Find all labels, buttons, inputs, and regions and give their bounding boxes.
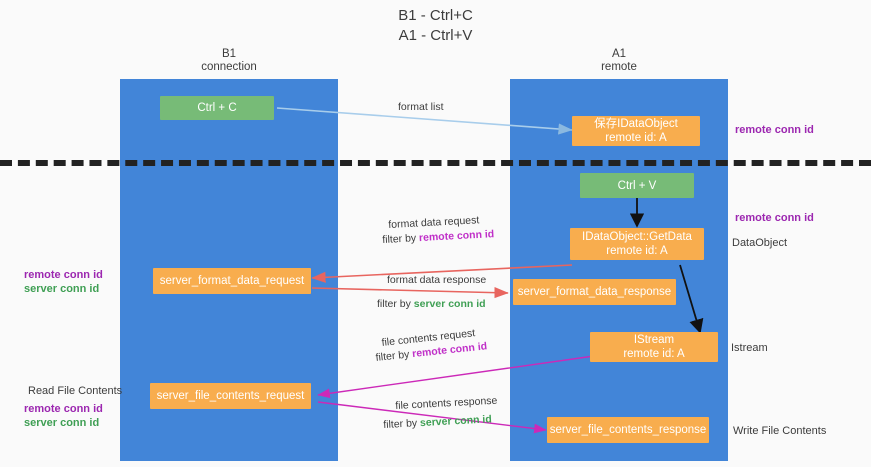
annotation-remote-conn-id-top: remote conn id — [735, 124, 814, 136]
arrow-format-data-request — [311, 264, 573, 283]
column-header-b1-name: B1 — [221, 48, 237, 60]
node-server-format-data-response[interactable]: server_format_data_response — [513, 279, 676, 305]
filter-prefix: filter by — [377, 298, 414, 310]
annotation-left-remote-conn-id-2: remote conn id — [24, 403, 103, 415]
node-server-format-data-request[interactable]: server_format_data_request — [153, 268, 311, 294]
node-ctrl-c[interactable]: Ctrl + C — [160, 96, 274, 120]
column-header-b1: B1 connection — [149, 48, 309, 74]
node-ctrl-v[interactable]: Ctrl + V — [580, 173, 694, 198]
column-header-b1-role: connection — [201, 61, 257, 73]
edge-label-format-data-response: format data response — [387, 274, 487, 286]
filter-prefix: filter by — [375, 348, 413, 364]
column-header-a1-role: remote — [601, 61, 637, 73]
filter-prefix: filter by — [383, 417, 421, 431]
edge-label-format-data-response-filter: filter by server conn id — [377, 298, 486, 311]
column-header-a1-name: A1 — [611, 48, 627, 60]
arrow-format-list — [276, 107, 573, 135]
filter-prefix: filter by — [382, 232, 420, 246]
annotation-left-remote-conn-id: remote conn id — [24, 269, 103, 281]
arrow-format-data-response — [311, 287, 509, 299]
annotation-left-conn-ids-2: remote conn id server conn id — [24, 402, 103, 430]
node-idataobject-getdata[interactable]: IDataObject::GetData remote id: A — [570, 228, 704, 260]
annotation-read-file-contents: Read File Contents — [28, 385, 123, 397]
arrow-file-contents-response — [317, 401, 547, 434]
title-line-1: B1 - Ctrl+C — [398, 7, 473, 24]
page-title: B1 - Ctrl+C A1 - Ctrl+V — [0, 6, 871, 46]
node-server-file-contents-response[interactable]: server_file_contents_response — [547, 417, 709, 443]
annotation-remote-conn-id-mid: remote conn id — [735, 212, 814, 224]
phase-divider — [0, 160, 871, 166]
filter-key-remote-conn-id: remote conn id — [418, 228, 495, 245]
filter-key-server-conn-id: server conn id — [419, 413, 493, 430]
node-save-idataobject[interactable]: 保存IDataObject remote id: A — [572, 116, 700, 146]
annotation-istream: Istream — [731, 342, 768, 354]
arrow-file-contents-request — [317, 355, 595, 399]
edge-label-format-list: format list — [398, 101, 444, 113]
annotation-write-file-contents: Write File Contents — [733, 425, 827, 437]
annotation-left-conn-ids: remote conn id server conn id — [24, 268, 103, 296]
column-header-a1: A1 remote — [539, 48, 699, 74]
annotation-left-server-conn-id-2: server conn id — [24, 417, 100, 429]
node-istream[interactable]: IStream remote id: A — [590, 332, 718, 362]
arrow-getdata-to-istream — [679, 264, 704, 334]
filter-key-server-conn-id: server conn id — [413, 298, 486, 310]
annotation-left-server-conn-id: server conn id — [24, 283, 100, 295]
node-server-file-contents-request[interactable]: server_file_contents_request — [150, 383, 311, 409]
annotation-dataobject: DataObject — [732, 237, 788, 249]
title-line-2: A1 - Ctrl+V — [398, 27, 473, 44]
